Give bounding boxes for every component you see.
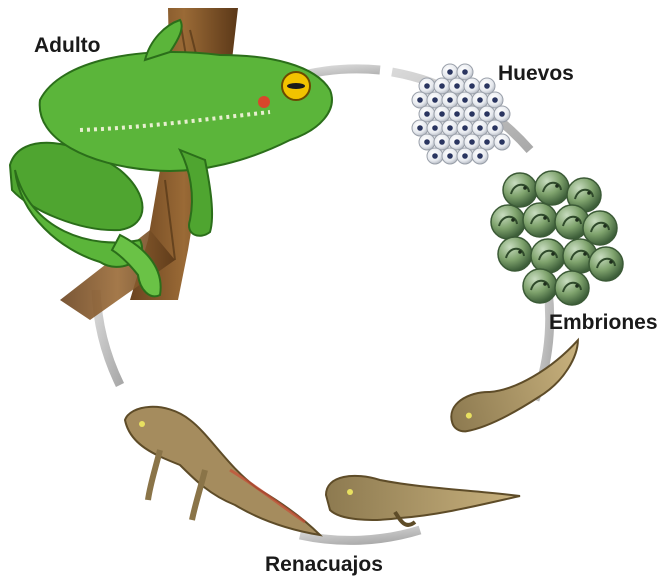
egg bbox=[494, 134, 510, 150]
egg bbox=[419, 106, 435, 122]
egg bbox=[442, 64, 458, 80]
egg bbox=[457, 64, 473, 80]
embryo-cluster-illustration bbox=[491, 171, 623, 305]
embryo bbox=[589, 247, 623, 281]
embryo bbox=[491, 205, 525, 239]
embryo bbox=[523, 203, 557, 237]
egg bbox=[487, 120, 503, 136]
tadpole-with-legs-illustration bbox=[326, 476, 520, 525]
egg bbox=[457, 120, 473, 136]
egg bbox=[449, 134, 465, 150]
embryo bbox=[503, 173, 537, 207]
embryo bbox=[498, 237, 532, 271]
froglet-illustration bbox=[125, 407, 320, 535]
embryo bbox=[555, 271, 589, 305]
egg bbox=[434, 78, 450, 94]
egg bbox=[442, 92, 458, 108]
egg bbox=[412, 92, 428, 108]
egg bbox=[434, 134, 450, 150]
egg bbox=[464, 134, 480, 150]
egg bbox=[479, 106, 495, 122]
embryo bbox=[535, 171, 569, 205]
egg bbox=[457, 92, 473, 108]
egg bbox=[449, 106, 465, 122]
egg bbox=[472, 148, 488, 164]
egg bbox=[487, 92, 503, 108]
label-eggs: Huevos bbox=[498, 62, 574, 86]
egg bbox=[419, 134, 435, 150]
egg bbox=[427, 92, 443, 108]
tadpole-illustration bbox=[440, 340, 594, 435]
egg bbox=[427, 120, 443, 136]
egg bbox=[434, 106, 450, 122]
embryo bbox=[523, 269, 557, 303]
label-adult: Adulto bbox=[34, 34, 100, 58]
label-embryos: Embriones bbox=[549, 311, 658, 335]
egg bbox=[442, 120, 458, 136]
egg bbox=[464, 106, 480, 122]
egg bbox=[449, 78, 465, 94]
egg bbox=[457, 148, 473, 164]
egg bbox=[464, 78, 480, 94]
egg bbox=[472, 92, 488, 108]
egg bbox=[472, 120, 488, 136]
egg bbox=[427, 148, 443, 164]
egg bbox=[442, 148, 458, 164]
label-tadpoles: Renacuajos bbox=[265, 553, 383, 577]
embryo bbox=[531, 239, 565, 273]
embryo bbox=[583, 211, 617, 245]
egg bbox=[479, 78, 495, 94]
egg bbox=[419, 78, 435, 94]
egg-cluster-illustration bbox=[412, 64, 510, 164]
egg bbox=[494, 106, 510, 122]
egg bbox=[479, 134, 495, 150]
egg bbox=[412, 120, 428, 136]
